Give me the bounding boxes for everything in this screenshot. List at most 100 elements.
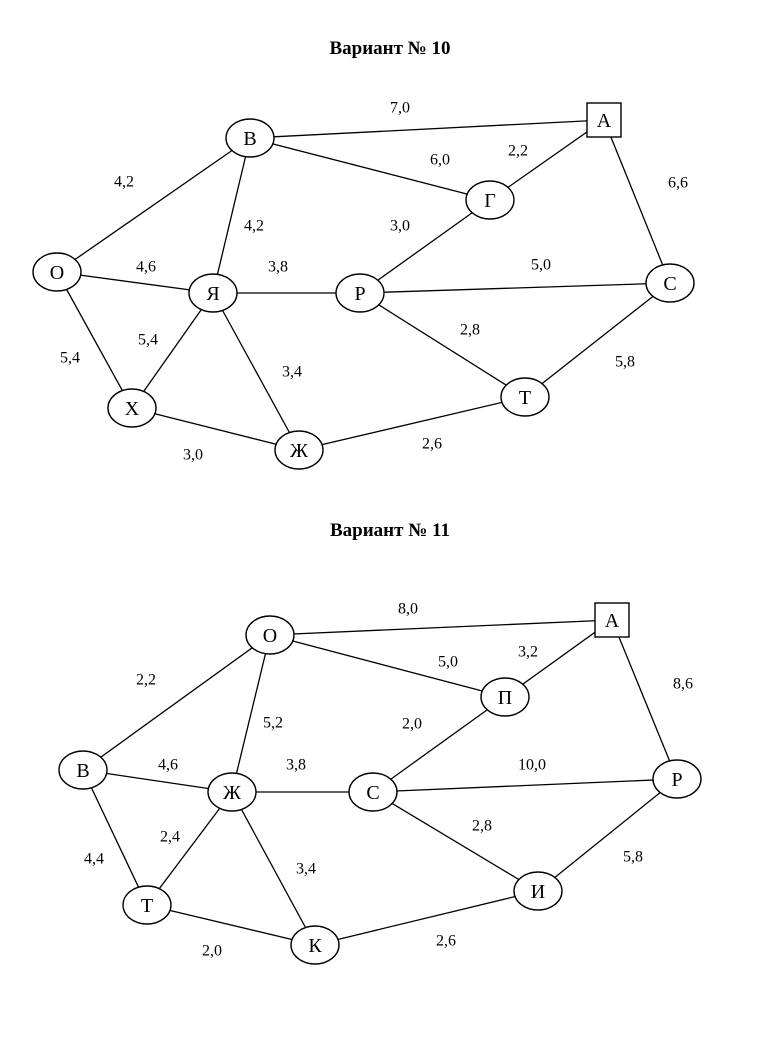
- v11-weight-O-P: 5,0: [438, 654, 458, 671]
- v10-weight-O-Ya: 4,6: [136, 259, 156, 276]
- v10-edge-R-T: [359, 292, 526, 398]
- v11-node-label-Zh: Ж: [223, 782, 241, 804]
- v10-weight-O-X: 5,4: [60, 350, 80, 367]
- v10-edge-O-B: [56, 137, 251, 273]
- v10-weight-Ya-R: 3,8: [268, 259, 288, 276]
- v11-node-shape-S: [348, 772, 398, 812]
- v11-node-shape-K: [290, 925, 340, 965]
- v10-weight-G-A: 2,2: [508, 143, 528, 160]
- v11-node-S: С: [348, 772, 398, 812]
- v10-node-shape-B: [225, 118, 275, 158]
- v11-node-label-V: В: [76, 760, 89, 782]
- v10-edge-Ya-Zh: [212, 292, 300, 451]
- v10-node-T: Т: [500, 377, 550, 417]
- v11-edge-Zh-O: [231, 634, 271, 793]
- v11-weight-Zh-S: 3,8: [286, 757, 306, 774]
- v10-node-label-X: Х: [125, 398, 140, 420]
- v10-edge-X-Zh: [131, 407, 300, 451]
- v10-node-label-B: В: [243, 128, 256, 150]
- v10-node-label-R: Р: [354, 283, 365, 305]
- v10-edge-Zh-T: [298, 396, 526, 451]
- v10-weight-Ya-Zh: 3,4: [282, 364, 302, 381]
- v11-weight-S-P: 2,0: [402, 716, 422, 733]
- v11-node-K: К: [290, 925, 340, 965]
- v11-node-shape-V: [58, 750, 108, 790]
- v11-weight-O-A: 8,0: [398, 601, 418, 618]
- v10-node-shape-G: [465, 180, 515, 220]
- v11-node-shape-I: [513, 871, 563, 911]
- v10-weight-Zh-T: 2,6: [422, 436, 442, 453]
- v10-edge-R-S: [359, 282, 671, 294]
- v10-weight-R-T: 2,8: [460, 322, 480, 339]
- v10-edge-O-Ya: [56, 271, 214, 294]
- variant-10-title: Вариант № 10: [329, 38, 451, 59]
- v11-weight-Zh-K: 3,4: [296, 861, 316, 878]
- v11-node-Zh: Ж: [207, 772, 257, 812]
- v11-node-shape-P: [480, 677, 530, 717]
- v11-edge-I-R: [537, 778, 678, 892]
- v11-node-label-P: П: [498, 687, 512, 709]
- v11-weight-S-R: 10,0: [518, 757, 546, 774]
- v11-edge-V-T: [82, 769, 148, 906]
- v10-edge-B-G: [249, 137, 491, 201]
- v10-node-shape-X: [107, 388, 157, 428]
- v11-edge-A-R: [611, 619, 678, 780]
- v10-edge-T-S: [524, 282, 671, 398]
- v10-node-B: В: [225, 118, 275, 158]
- v10-node-O: О: [32, 252, 82, 292]
- v10-weight-O-B: 4,2: [114, 174, 134, 191]
- v11-weight-V-O: 2,2: [136, 672, 156, 689]
- v10-weight-X-Zh: 3,0: [183, 447, 203, 464]
- v11-node-V: В: [58, 750, 108, 790]
- v10-node-label-Zh: Ж: [290, 440, 308, 462]
- v11-edge-S-R: [372, 778, 678, 793]
- v10-weight-B-A: 7,0: [390, 100, 410, 117]
- v10-node-label-O: О: [50, 262, 64, 284]
- v10-weight-Ya-B: 4,2: [244, 218, 264, 235]
- v11-edge-Zh-T: [146, 791, 233, 906]
- v10-edge-Ya-X: [131, 292, 214, 409]
- v11-node-I: И: [513, 871, 563, 911]
- v11-weight-V-T: 4,4: [84, 851, 104, 868]
- v10-weight-A-S: 6,6: [668, 175, 688, 192]
- v11-weight-V-Zh: 4,6: [158, 757, 178, 774]
- v11-edge-S-I: [372, 791, 539, 892]
- v10-node-shape-A: [586, 102, 622, 138]
- v11-node-label-A: А: [605, 610, 620, 632]
- variant-10-graph: 7,0 6,0 2,2 6,6 4,2 4,2 3,0 4,6 3,8 5,0 5,4 5,4 3,4 2…: [32, 100, 695, 470]
- v10-weight-R-S: 5,0: [531, 257, 551, 274]
- v11-node-P: П: [480, 677, 530, 717]
- v11-edge-K-I: [314, 890, 539, 946]
- v10-node-shape-O: [32, 252, 82, 292]
- v11-node-label-O: О: [263, 625, 277, 647]
- v10-edge-R-G: [359, 199, 491, 294]
- v11-edge-S-P: [372, 696, 506, 793]
- v10-edge-A-S: [603, 119, 671, 284]
- v10-weight-B-G: 6,0: [430, 152, 450, 169]
- v11-weight-Zh-T: 2,4: [160, 829, 180, 846]
- v11-weight-A-R: 8,6: [673, 676, 693, 693]
- v11-edge-O-P: [269, 634, 506, 698]
- v10-node-label-Ya: Я: [206, 283, 219, 305]
- v11-node-R: Р: [652, 759, 702, 799]
- v10-node-A: А: [586, 102, 622, 138]
- v10-node-Ya: Я: [188, 273, 238, 313]
- v11-weight-T-K: 2,0: [202, 943, 222, 960]
- v10-node-shape-Ya: [188, 273, 238, 313]
- v10-weight-T-S: 5,8: [615, 354, 635, 371]
- v11-node-shape-A: [594, 602, 630, 638]
- v11-node-T: Т: [122, 885, 172, 925]
- v10-weight-Ya-X: 5,4: [138, 332, 158, 349]
- v10-node-X: Х: [107, 388, 157, 428]
- v11-node-label-T: Т: [141, 895, 153, 917]
- variant-11-title: Вариант № 11: [329, 520, 450, 541]
- v11-node-label-S: С: [366, 782, 379, 804]
- v10-node-Zh: Ж: [274, 430, 324, 470]
- v10-node-G: Г: [465, 180, 515, 220]
- v11-weight-K-I: 2,6: [436, 933, 456, 950]
- v10-node-R: Р: [335, 273, 385, 313]
- v10-node-label-G: Г: [484, 190, 496, 212]
- v10-weight-R-G: 3,0: [390, 218, 410, 235]
- v11-weight-S-I: 2,8: [472, 818, 492, 835]
- v11-node-A: А: [594, 602, 630, 638]
